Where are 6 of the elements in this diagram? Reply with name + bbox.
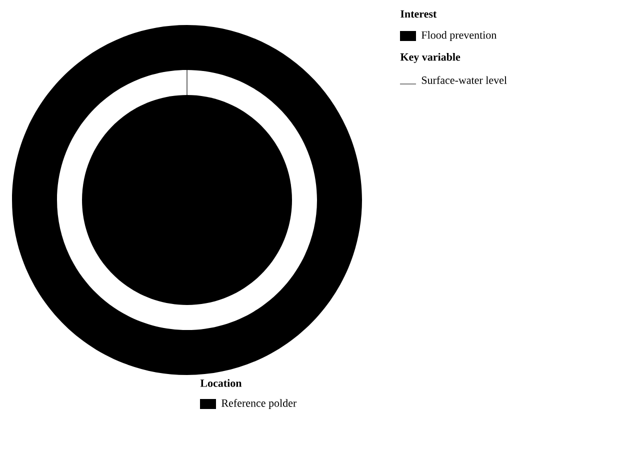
- legend-heading: Location: [200, 379, 242, 387]
- legend-heading: Interest: [400, 10, 437, 18]
- legend-text: Reference polder: [222, 398, 297, 410]
- legend-text: Flood prevention: [422, 31, 496, 41]
- legend-heading: Key variable: [400, 53, 460, 63]
- legend-text: Surface-water level: [422, 76, 507, 84]
